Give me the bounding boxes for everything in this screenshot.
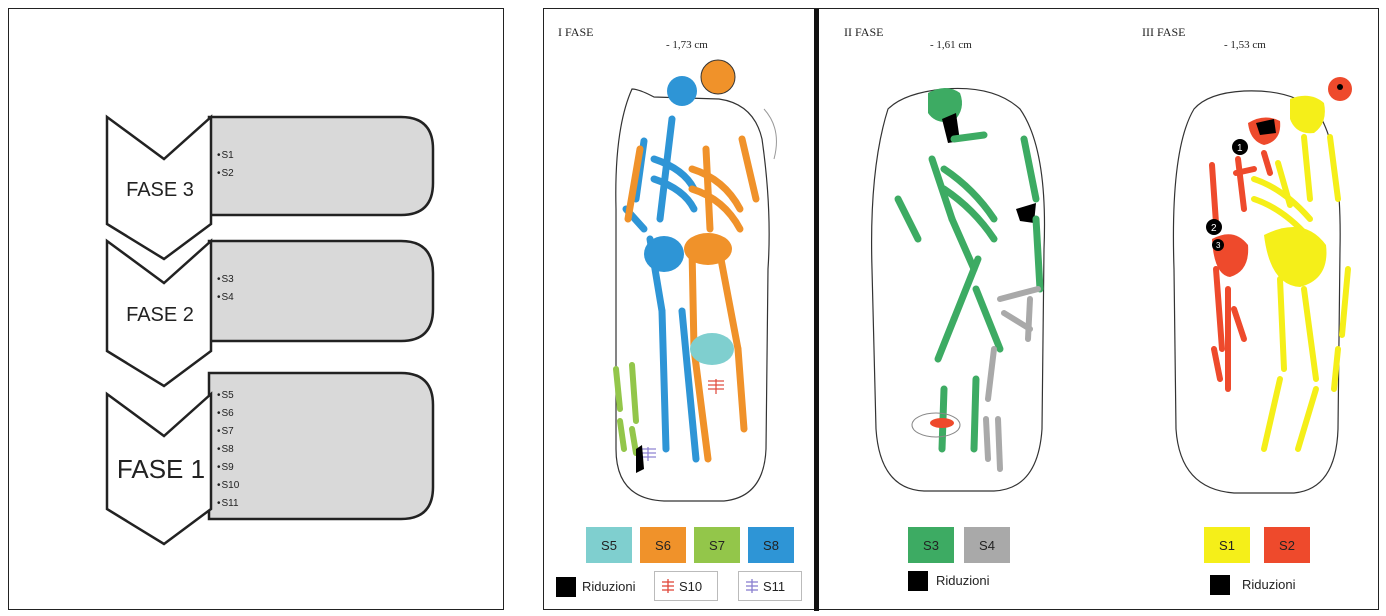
list-item: S10 <box>217 477 239 495</box>
grave-outline <box>872 88 1045 491</box>
list-item: S7 <box>217 423 239 441</box>
s5-skull <box>690 333 734 365</box>
phase-3-item-list: S1 S2 <box>217 147 234 183</box>
s4-skeleton <box>986 289 1038 469</box>
list-item: S2 <box>217 165 234 183</box>
rib-icon <box>661 578 675 594</box>
red-fragment <box>930 418 954 428</box>
phase-1-label: FASE 1 <box>109 454 213 485</box>
legend-s11-label: S11 <box>763 579 785 594</box>
list-item: S11 <box>217 495 239 513</box>
legend-riduzioni-label: Riduzioni <box>936 573 989 588</box>
grave-edge-arc <box>764 109 776 159</box>
s10-ribs <box>708 379 724 394</box>
phase-1-plan-title: I FASE <box>558 25 593 40</box>
list-item: S1 <box>217 147 234 165</box>
legend-s10-label: S10 <box>679 579 702 594</box>
s8-pelvis <box>644 236 684 272</box>
legend-s11: S11 <box>738 571 802 601</box>
legend-s1: S1 <box>1204 527 1250 563</box>
s8-skull <box>667 76 697 106</box>
legend-s5: S5 <box>586 527 632 563</box>
phase-flow-panel: FASE 3 S1 S2 FASE 2 S3 S4 FASE 1 S5 S6 S… <box>8 8 504 610</box>
list-item: S8 <box>217 441 239 459</box>
list-item: S3 <box>217 271 234 289</box>
s6-pelvis <box>684 233 732 265</box>
panel-divider <box>814 9 819 611</box>
s7-bones <box>616 365 636 453</box>
legend-riduzioni-swatch <box>908 571 928 591</box>
grave-outline <box>1173 91 1340 493</box>
phase-3-burial-plan: 1 2 3 <box>1104 49 1374 549</box>
phase-1-item-list: S5 S6 S7 S8 S9 S10 S11 <box>217 387 239 513</box>
legend-s6: S6 <box>640 527 686 563</box>
s3-skull <box>928 88 962 122</box>
legend-s7: S7 <box>694 527 740 563</box>
phase-3-plan-title: III FASE <box>1142 25 1185 40</box>
s1-skeleton <box>1254 137 1348 449</box>
phase-1-items-box <box>209 373 433 519</box>
phase-2-item-list: S3 S4 <box>217 271 234 307</box>
s6-skull <box>701 60 735 94</box>
legend-riduzioni-swatch <box>1210 575 1230 595</box>
legend-s8: S8 <box>748 527 794 563</box>
reduction-deposit <box>1337 84 1343 90</box>
s1-skull <box>1290 96 1325 133</box>
legend-s2: S2 <box>1264 527 1310 563</box>
legend-riduzioni-label: Riduzioni <box>1242 577 1295 592</box>
legend-riduzioni-label: Riduzioni <box>582 579 635 594</box>
phase-2-items-box <box>209 241 433 341</box>
phase-3-items-box <box>209 117 433 215</box>
list-item: S9 <box>217 459 239 477</box>
phase-flow-shapes <box>9 9 505 611</box>
legend-s10: S10 <box>654 571 718 601</box>
reduction-marker-1: 1 <box>1237 143 1243 154</box>
phase-2-burial-plan <box>824 49 1094 549</box>
phase-3-label: FASE 3 <box>115 179 205 202</box>
rib-icon <box>745 578 759 594</box>
legend-s3: S3 <box>908 527 954 563</box>
reduction-marker-3: 3 <box>1216 241 1221 250</box>
list-item: S6 <box>217 405 239 423</box>
phase-1-burial-plan <box>544 49 814 549</box>
phase-2-plan-title: II FASE <box>844 25 883 40</box>
phase-2-label: FASE 2 <box>115 304 205 327</box>
legend-s4: S4 <box>964 527 1010 563</box>
list-item: S5 <box>217 387 239 405</box>
burial-plans-panel: I FASE - 1,73 cm S5 S6 S7 S8 <box>543 8 1379 610</box>
list-item: S4 <box>217 289 234 307</box>
reduction-marker-2: 2 <box>1211 223 1217 234</box>
s1-pelvis <box>1264 227 1326 287</box>
legend-riduzioni-swatch <box>556 577 576 597</box>
